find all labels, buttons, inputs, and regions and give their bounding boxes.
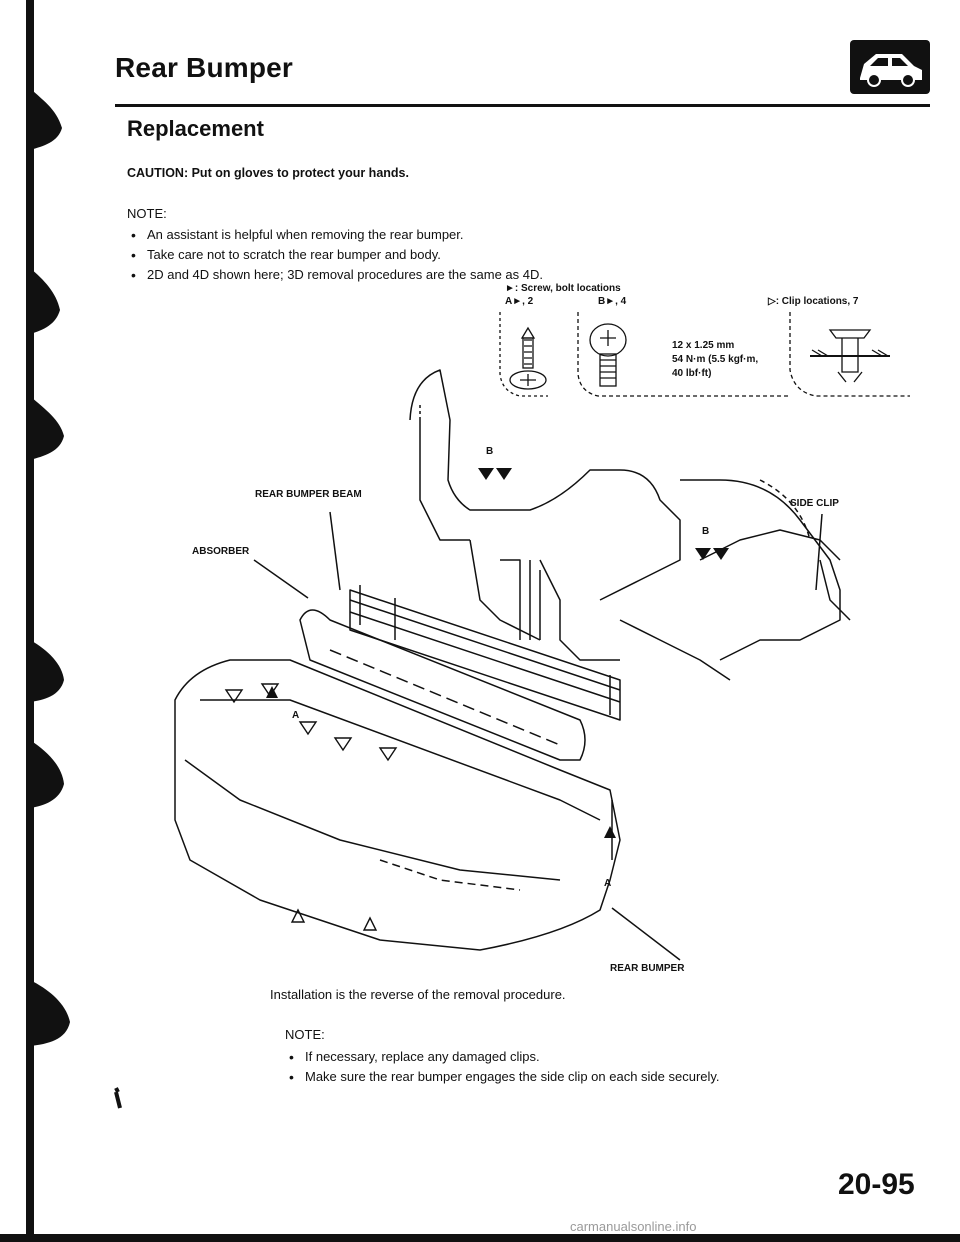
installation-text: Installation is the reverse of the remov…	[270, 987, 566, 1002]
watermark: carmanualsonline.info	[570, 1219, 697, 1234]
bolt-marker-b1	[478, 468, 512, 480]
callout-a-left: A	[292, 710, 300, 721]
vehicle-body-outline	[409, 369, 681, 601]
bolt-spec-torque-imperial: 40 lbf·ft)	[672, 368, 712, 379]
bolt-spec-size: 12 x 1.25 mm	[672, 340, 735, 351]
callout-b-upper: B	[486, 446, 494, 457]
legend-screw-title: ►: Screw, bolt locations	[505, 283, 621, 294]
installation-note-label: NOTE:	[285, 1027, 325, 1042]
bolt-b-icon	[589, 323, 627, 357]
legend-clip-title: ▷: Clip locations, 7	[768, 296, 859, 307]
note-item: Take care not to scratch the rear bumper…	[127, 245, 543, 265]
bolt-marker-b2	[695, 548, 729, 560]
callout-b-right: B	[702, 526, 710, 537]
clip-marker	[224, 683, 398, 762]
caution-label: CAUTION:	[127, 166, 189, 180]
note-item: An assistant is helpful when removing th…	[127, 225, 543, 245]
callout-absorber: ABSORBER	[192, 546, 250, 557]
clip-icon	[828, 329, 872, 339]
note-label: NOTE:	[127, 206, 167, 221]
title-divider	[115, 104, 930, 107]
installation-note-item: If necessary, replace any damaged clips.	[285, 1047, 720, 1067]
bolt-spec-torque: 54 N·m (5.5 kgf·m,	[672, 354, 759, 365]
screw-marker-a2	[604, 826, 616, 838]
note-item: 2D and 4D shown here; 3D removal procedu…	[127, 265, 543, 285]
legend-b-count: B►, 4	[598, 296, 627, 307]
caution-note: CAUTION: Put on gloves to protect your h…	[127, 166, 409, 180]
callout-a-right: A	[604, 878, 612, 889]
callout-side-clip: SIDE CLIP	[790, 498, 839, 509]
fastener-legend-art	[499, 312, 910, 397]
installation-note-list: If necessary, replace any damaged clips.…	[285, 1047, 720, 1087]
caution-text: Put on gloves to protect your hands.	[191, 166, 409, 180]
section-title: Replacement	[127, 116, 264, 141]
bumper-cover	[174, 659, 621, 951]
car-body-icon	[850, 40, 930, 94]
callout-rear-bumper: REAR BUMPER	[610, 963, 685, 974]
clip-marker-lower	[290, 908, 378, 931]
page-number: 20-95	[838, 1168, 915, 1201]
page-title: Rear Bumper	[115, 52, 294, 83]
note-list: An assistant is helpful when removing th…	[127, 225, 543, 285]
absorber	[299, 609, 586, 761]
legend-a-count: A►, 2	[505, 296, 534, 307]
callout-rear-bumper-beam: REAR BUMPER BEAM	[255, 489, 362, 500]
installation-note-item: Make sure the rear bumper engages the si…	[285, 1067, 720, 1087]
bumper-beam	[349, 589, 621, 721]
